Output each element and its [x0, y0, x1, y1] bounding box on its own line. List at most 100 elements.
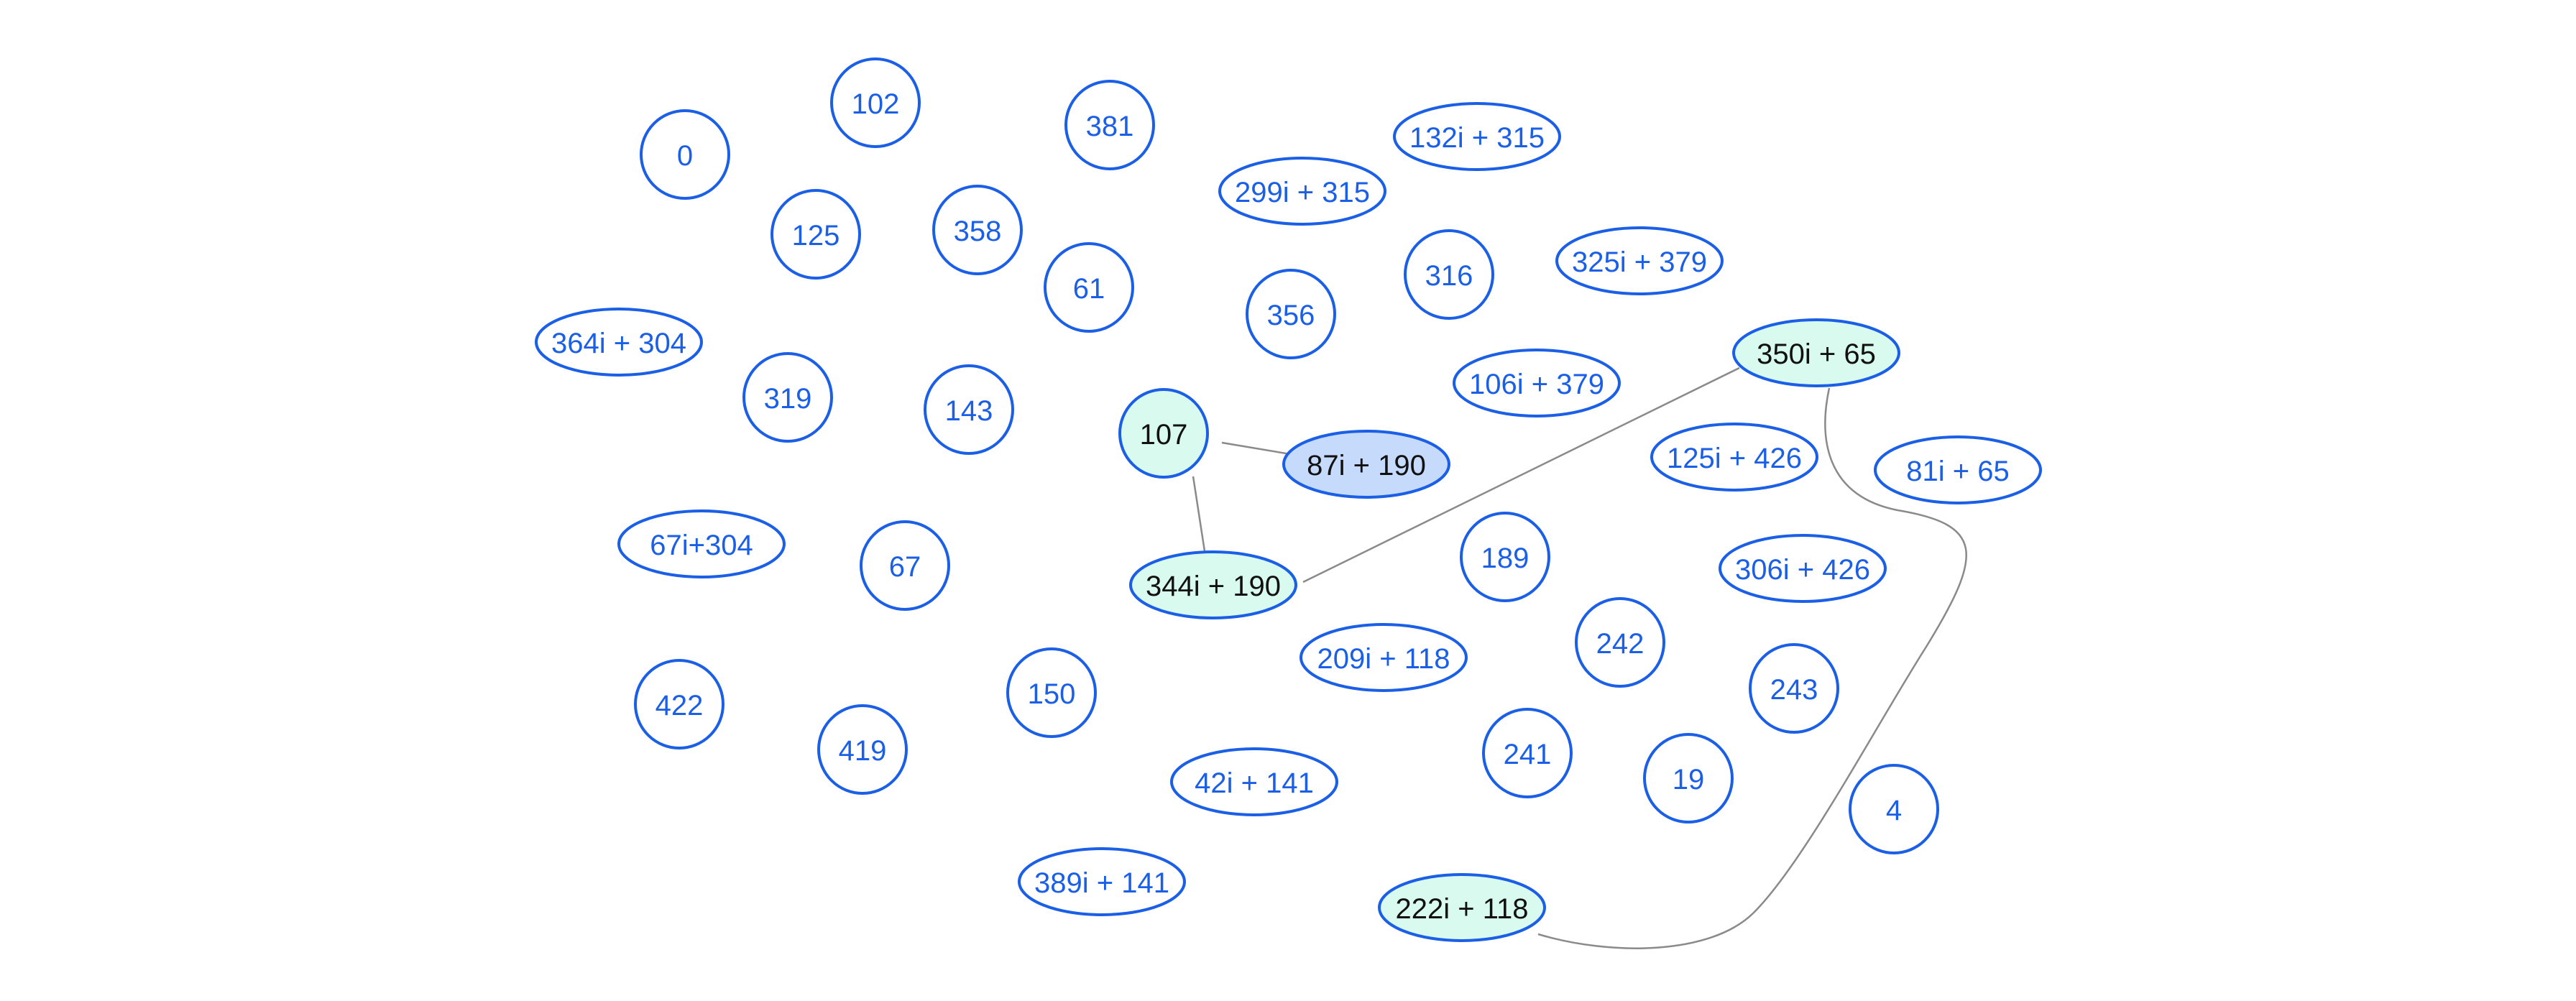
node-shape[interactable]: [1300, 623, 1468, 692]
node-shape[interactable]: [1460, 512, 1550, 602]
graph-node[interactable]: 81i + 65: [1874, 435, 2042, 504]
edge-107-87i-190: [1221, 441, 1300, 457]
graph-node[interactable]: 419: [817, 704, 908, 795]
edge-107-344i-190: [1192, 476, 1206, 552]
node-shape[interactable]: [860, 520, 950, 611]
node-shape[interactable]: [1575, 597, 1665, 688]
graph-node[interactable]: 306i + 426: [1719, 534, 1887, 603]
graph-node[interactable]: 67: [860, 520, 950, 611]
node-shape[interactable]: [1044, 242, 1134, 333]
graph-node[interactable]: 102: [830, 57, 921, 148]
node-shape[interactable]: [1555, 226, 1724, 295]
node-label: 316: [1425, 260, 1473, 292]
node-label: 222i + 118: [1396, 893, 1529, 925]
node-label: 419: [839, 735, 887, 767]
node-shape[interactable]: [817, 704, 908, 795]
node-shape[interactable]: [1849, 764, 1939, 854]
node-shape[interactable]: [1749, 643, 1839, 734]
node-shape[interactable]: [770, 189, 861, 280]
graph-node[interactable]: 209i + 118: [1300, 623, 1468, 692]
graph-node[interactable]: 299i + 315: [1218, 157, 1386, 226]
node-shape[interactable]: [1064, 80, 1155, 170]
node-label: 243: [1770, 674, 1818, 706]
graph-node[interactable]: 19: [1643, 733, 1734, 824]
graph-node[interactable]: 422: [634, 659, 724, 749]
node-shape[interactable]: [742, 352, 833, 443]
node-shape[interactable]: [1246, 269, 1336, 359]
node-shape[interactable]: [1218, 157, 1386, 226]
node-shape[interactable]: [1650, 423, 1818, 492]
graph-node[interactable]: 150: [1006, 647, 1097, 738]
node-label: 143: [945, 395, 993, 427]
graph-node[interactable]: 319: [742, 352, 833, 443]
node-shape[interactable]: [1453, 349, 1621, 418]
graph-node[interactable]: 358: [932, 185, 1023, 275]
graph-node[interactable]: 67i+304: [617, 509, 786, 578]
graph-node[interactable]: 143: [924, 364, 1014, 455]
node-shape[interactable]: [1393, 102, 1561, 171]
node-label: 125i + 426: [1667, 443, 1802, 474]
node-shape[interactable]: [1006, 647, 1097, 738]
graph-node[interactable]: 42i + 141: [1170, 747, 1338, 816]
node-label: 344i + 190: [1146, 571, 1281, 602]
graph-node[interactable]: 222i + 118: [1378, 873, 1546, 942]
graph-node[interactable]: 364i + 304: [535, 308, 703, 377]
node-label: 4: [1886, 795, 1902, 826]
node-shape[interactable]: [830, 57, 921, 148]
node-shape[interactable]: [1719, 534, 1887, 603]
edges-layer: [1192, 366, 1967, 949]
node-shape[interactable]: [1378, 873, 1546, 942]
node-label: 389i + 141: [1034, 867, 1169, 899]
graph-node[interactable]: 344i + 190: [1129, 550, 1297, 619]
node-shape[interactable]: [1404, 229, 1494, 320]
node-shape[interactable]: [1170, 747, 1338, 816]
node-shape[interactable]: [535, 308, 703, 377]
node-label: 132i + 315: [1409, 122, 1545, 154]
node-label: 67: [889, 551, 921, 583]
node-shape[interactable]: [1282, 430, 1450, 499]
node-shape[interactable]: [1018, 847, 1186, 916]
graph-node[interactable]: 125: [770, 189, 861, 280]
graph-node[interactable]: 87i + 190: [1282, 430, 1450, 499]
graph-node[interactable]: 316: [1404, 229, 1494, 320]
node-shape[interactable]: [617, 509, 786, 578]
graph-node[interactable]: 350i + 65: [1732, 318, 1900, 387]
node-label: 306i + 426: [1735, 554, 1870, 586]
node-shape[interactable]: [932, 185, 1023, 275]
node-shape[interactable]: [1118, 388, 1209, 479]
node-shape[interactable]: [1129, 550, 1297, 619]
node-shape[interactable]: [1732, 318, 1900, 387]
graph-node[interactable]: 243: [1749, 643, 1839, 734]
node-shape[interactable]: [1643, 733, 1734, 824]
node-shape[interactable]: [924, 364, 1014, 455]
graph-node[interactable]: 389i + 141: [1018, 847, 1186, 916]
node-label: 381: [1086, 111, 1134, 142]
node-shape[interactable]: [634, 659, 724, 749]
node-shape[interactable]: [1482, 708, 1573, 798]
node-label: 106i + 379: [1469, 369, 1604, 400]
graph-node[interactable]: 125i + 426: [1650, 423, 1818, 492]
graph-node[interactable]: 132i + 315: [1393, 102, 1561, 171]
node-label: 299i + 315: [1235, 177, 1370, 208]
graph-node[interactable]: 241: [1482, 708, 1573, 798]
graph-node[interactable]: 242: [1575, 597, 1665, 688]
node-label: 356: [1267, 300, 1315, 331]
node-shape[interactable]: [1874, 435, 2042, 504]
graph-node[interactable]: 107: [1118, 388, 1209, 479]
node-shape[interactable]: [640, 109, 730, 200]
graph-node[interactable]: 0: [640, 109, 730, 200]
node-label: 350i + 65: [1757, 338, 1876, 370]
node-label: 87i + 190: [1307, 450, 1426, 481]
graph-node[interactable]: 381: [1064, 80, 1155, 170]
graph-node[interactable]: 106i + 379: [1453, 349, 1621, 418]
node-label: 209i + 118: [1317, 643, 1450, 675]
edge-344i-190-350i-65: [1302, 366, 1740, 583]
graph-node[interactable]: 325i + 379: [1555, 226, 1724, 295]
graph-node[interactable]: 189: [1460, 512, 1550, 602]
graph-node[interactable]: 61: [1044, 242, 1134, 333]
graph-node[interactable]: 4: [1849, 764, 1939, 854]
graph-node[interactable]: 356: [1246, 269, 1336, 359]
node-label: 81i + 65: [1906, 456, 2009, 487]
